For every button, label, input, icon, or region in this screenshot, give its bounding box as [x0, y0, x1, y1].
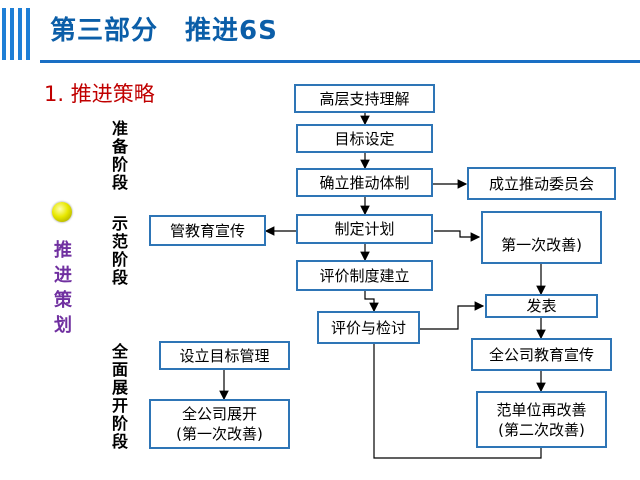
- box-education-pr: 管教育宣传: [149, 215, 266, 246]
- box-model-unit: 范单位再改善 (第二次改善): [476, 391, 607, 448]
- section-subtitle: 1. 推进策略: [44, 82, 155, 106]
- side-label: 推进策划: [54, 240, 72, 336]
- box-set-goal-mgmt: 设立目标管理: [159, 341, 290, 370]
- model-unit-line1: 范单位再改善: [496, 400, 587, 419]
- box-first-improve: 第一次改善): [481, 211, 602, 264]
- title-divider: [40, 60, 640, 63]
- company-rollout-line1: 全公司展开: [181, 405, 257, 423]
- box-plan: 制定计划: [296, 214, 433, 244]
- box-goal-setting: 目标设定: [296, 124, 433, 153]
- page-title: 第三部分 推进6S: [50, 16, 278, 46]
- bullet-icon: [52, 202, 72, 222]
- box-evaluation-system: 评价制度建立: [296, 260, 433, 291]
- box-establish-system: 确立推动体制: [296, 168, 433, 197]
- company-rollout-line2: (第一次改善): [176, 425, 263, 443]
- box-company-education: 全公司教育宣传: [471, 338, 612, 371]
- stage-full-label: 全面展开阶段: [111, 342, 128, 451]
- box-company-rollout: 全公司展开 (第一次改善): [149, 399, 290, 449]
- box-publish: 发表: [485, 294, 598, 318]
- header-stripes: [0, 8, 34, 60]
- box-top-support: 高层支持理解: [294, 84, 435, 113]
- stage-demo-label: 示范阶段: [111, 214, 128, 287]
- box-committee: 成立推动委员会: [467, 167, 616, 200]
- stage-prepare-label: 准备阶段: [111, 119, 128, 192]
- model-unit-line2: (第二次改善): [498, 420, 585, 439]
- box-evaluate-review: 评价与检讨: [317, 311, 420, 344]
